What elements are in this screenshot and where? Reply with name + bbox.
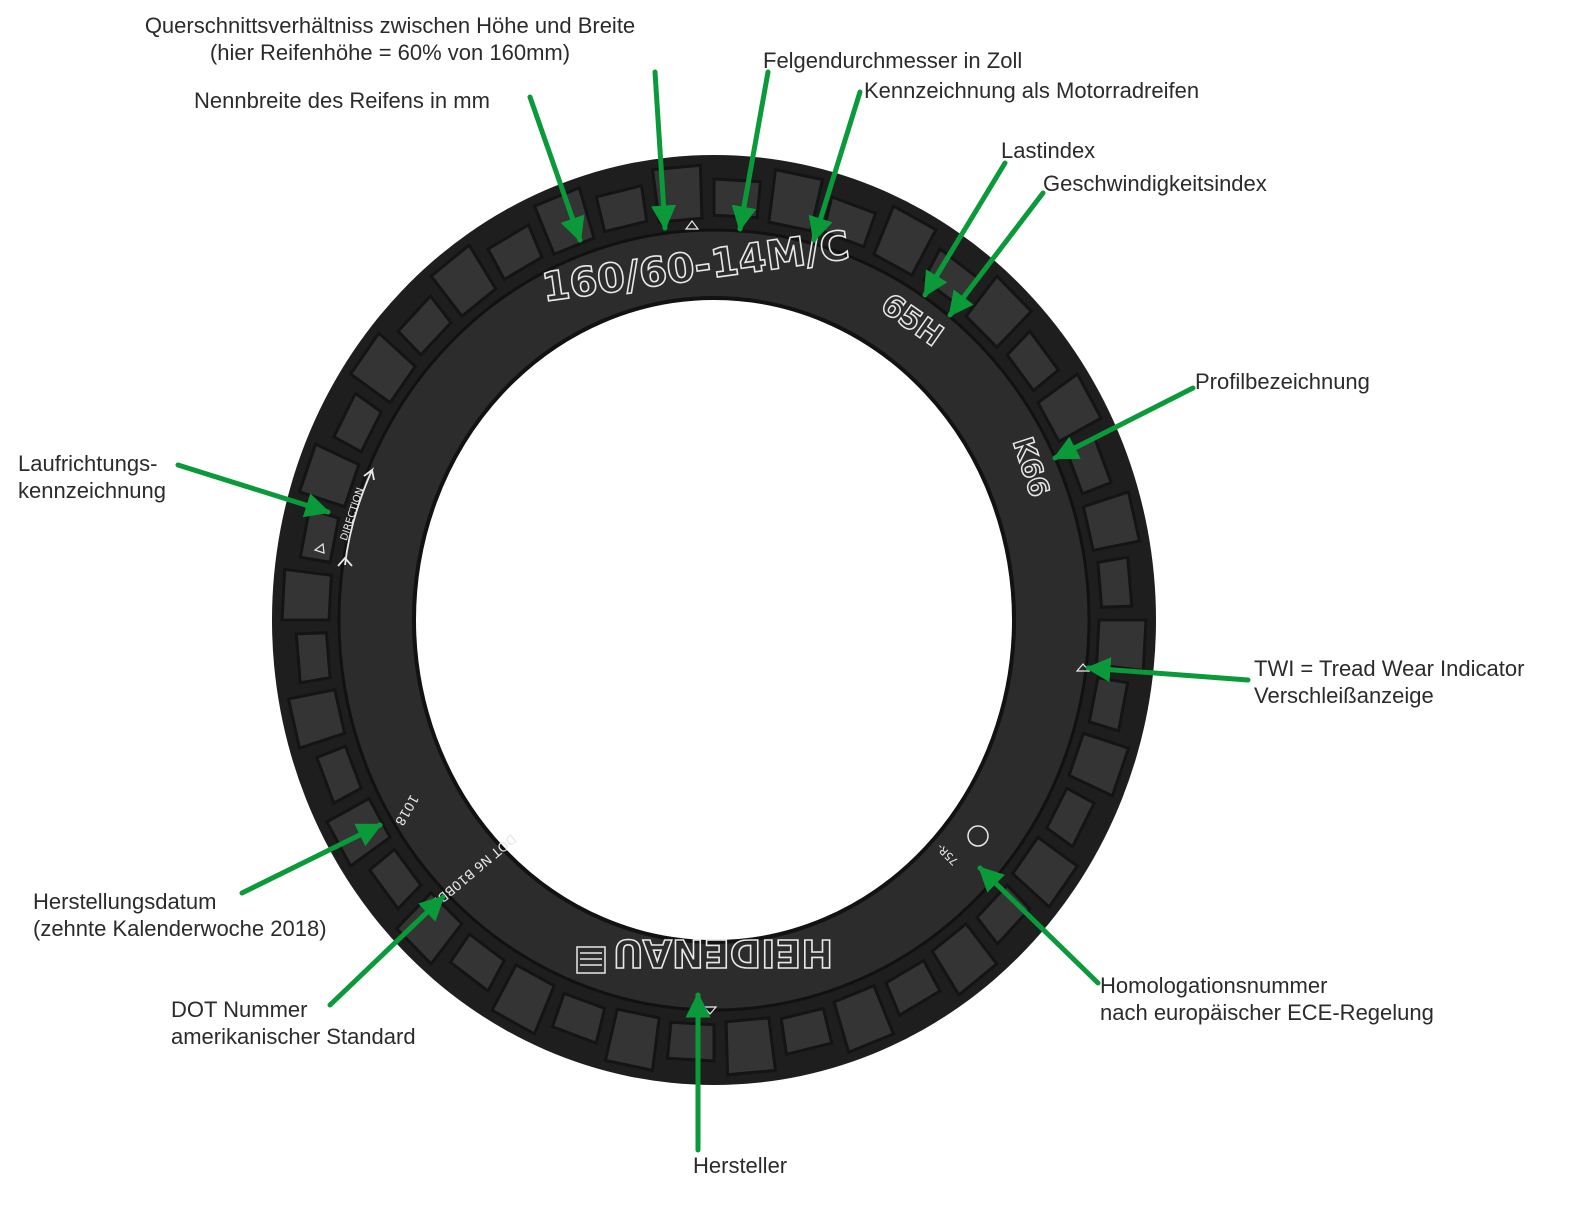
label-querschnitt-line2: (hier Reifenhöhe = 60% von 160mm) bbox=[209, 40, 571, 65]
tread-block bbox=[298, 507, 341, 565]
tire-hole bbox=[412, 296, 1016, 944]
twi-triangle-top-icon bbox=[684, 220, 700, 230]
label-motorrad: Kennzeichnung als Motorradreifen bbox=[864, 78, 1200, 103]
label-laufrichtung-line2: kennzeichnung bbox=[18, 478, 167, 503]
tread-block bbox=[286, 687, 347, 751]
tread-block bbox=[314, 744, 364, 806]
label-homolog-line1: Homologationsnummer bbox=[1100, 973, 1328, 998]
tread-block bbox=[429, 242, 498, 319]
label-laufrichtung: Laufrichtungs- kennzeichnung bbox=[18, 450, 166, 504]
label-twi: TWI = Tread Wear Indicator Verschleißanz… bbox=[1254, 655, 1524, 709]
arrow-homolog bbox=[977, 865, 1101, 986]
label-felge: Felgendurchmesser in Zoll bbox=[763, 48, 1023, 73]
label-herstellungsdatum: Herstellungsdatum (zehnte Kalenderwoche … bbox=[33, 888, 327, 942]
tread-block bbox=[964, 273, 1034, 350]
label-homolog-line2: nach europäischer ECE-Regelung bbox=[1100, 1000, 1434, 1025]
tread-block bbox=[975, 882, 1032, 947]
arrow-nennbreite bbox=[527, 94, 585, 243]
arrow-motorrad bbox=[808, 89, 863, 243]
arrow-laufrichtung bbox=[175, 462, 331, 518]
tread-block bbox=[594, 183, 649, 234]
label-twi-line2: Verschleißanzeige bbox=[1254, 683, 1434, 708]
tread-block bbox=[930, 921, 999, 998]
arrow-speed bbox=[947, 190, 1046, 318]
label-speed: Geschwindigkeitsindex bbox=[1043, 171, 1267, 196]
arrow-profil bbox=[1052, 385, 1196, 461]
tread-block bbox=[724, 1016, 778, 1077]
tread-block bbox=[486, 222, 544, 282]
label-dot: DOT Nummer amerikanischer Standard bbox=[171, 996, 416, 1050]
tread-block bbox=[832, 983, 896, 1055]
tread-block bbox=[280, 567, 333, 622]
label-twi-line1: TWI = Tread Wear Indicator bbox=[1254, 656, 1525, 681]
tread-block bbox=[665, 1020, 716, 1063]
tread-block bbox=[394, 890, 464, 967]
brand-marking: HEIDENAU bbox=[613, 931, 833, 975]
ece-circle-icon bbox=[967, 825, 989, 847]
tread-block bbox=[779, 1006, 834, 1057]
tread-block bbox=[331, 391, 384, 454]
arrow-lastindex bbox=[922, 160, 1008, 298]
tread-block bbox=[1005, 328, 1061, 393]
arrow-twi bbox=[1085, 657, 1251, 683]
tread-block bbox=[884, 958, 942, 1018]
label-profil: Profilbezeichnung bbox=[1195, 369, 1370, 394]
label-dot-line2: amerikanischer Standard bbox=[171, 1024, 416, 1049]
arrow-dot bbox=[327, 894, 446, 1008]
tread-blocks bbox=[280, 163, 1148, 1077]
tread-block bbox=[1010, 835, 1080, 910]
tread-block bbox=[294, 631, 332, 685]
arrow-herstellungsdatum bbox=[239, 822, 383, 896]
arrow-felge bbox=[731, 69, 771, 232]
label-hersteller: Hersteller bbox=[693, 1153, 788, 1178]
brand-logo-icon bbox=[576, 946, 606, 974]
label-querschnitt-line1: Querschnittsverhältniss zwischen Höhe un… bbox=[144, 13, 636, 38]
tread-block bbox=[603, 1007, 661, 1073]
tread-block bbox=[1095, 618, 1148, 673]
tread-block bbox=[489, 962, 556, 1037]
label-nennbreite: Nennbreite des Reifens in mm bbox=[194, 88, 490, 113]
tread-block bbox=[1096, 555, 1134, 609]
label-querschnitt: Querschnittsverhältniss zwischen Höhe un… bbox=[100, 12, 680, 66]
label-herstellungsdatum-line1: Herstellungsdatum bbox=[33, 889, 217, 914]
tread-block bbox=[367, 847, 423, 912]
label-homolog: Homologationsnummer nach europäischer EC… bbox=[1100, 972, 1434, 1026]
label-herstellungsdatum-line2: (zehnte Kalenderwoche 2018) bbox=[33, 916, 327, 941]
twi-triangle-left-icon bbox=[313, 542, 325, 554]
arrow-querschnitt bbox=[651, 69, 677, 231]
tread-block bbox=[348, 330, 418, 405]
label-dot-line1: DOT Nummer bbox=[171, 997, 308, 1022]
label-lastindex: Lastindex bbox=[1001, 138, 1096, 163]
tread-block bbox=[712, 177, 763, 220]
label-laufrichtung-line1: Laufrichtungs- bbox=[18, 451, 158, 476]
tread-block bbox=[1044, 786, 1097, 849]
tread-block bbox=[396, 293, 453, 358]
tread-block bbox=[1067, 731, 1131, 798]
tread-block bbox=[550, 991, 607, 1046]
tread-block bbox=[448, 931, 507, 994]
tread-block bbox=[872, 203, 939, 278]
tread-block bbox=[1081, 489, 1142, 553]
direction-arrow-icon bbox=[337, 467, 375, 567]
